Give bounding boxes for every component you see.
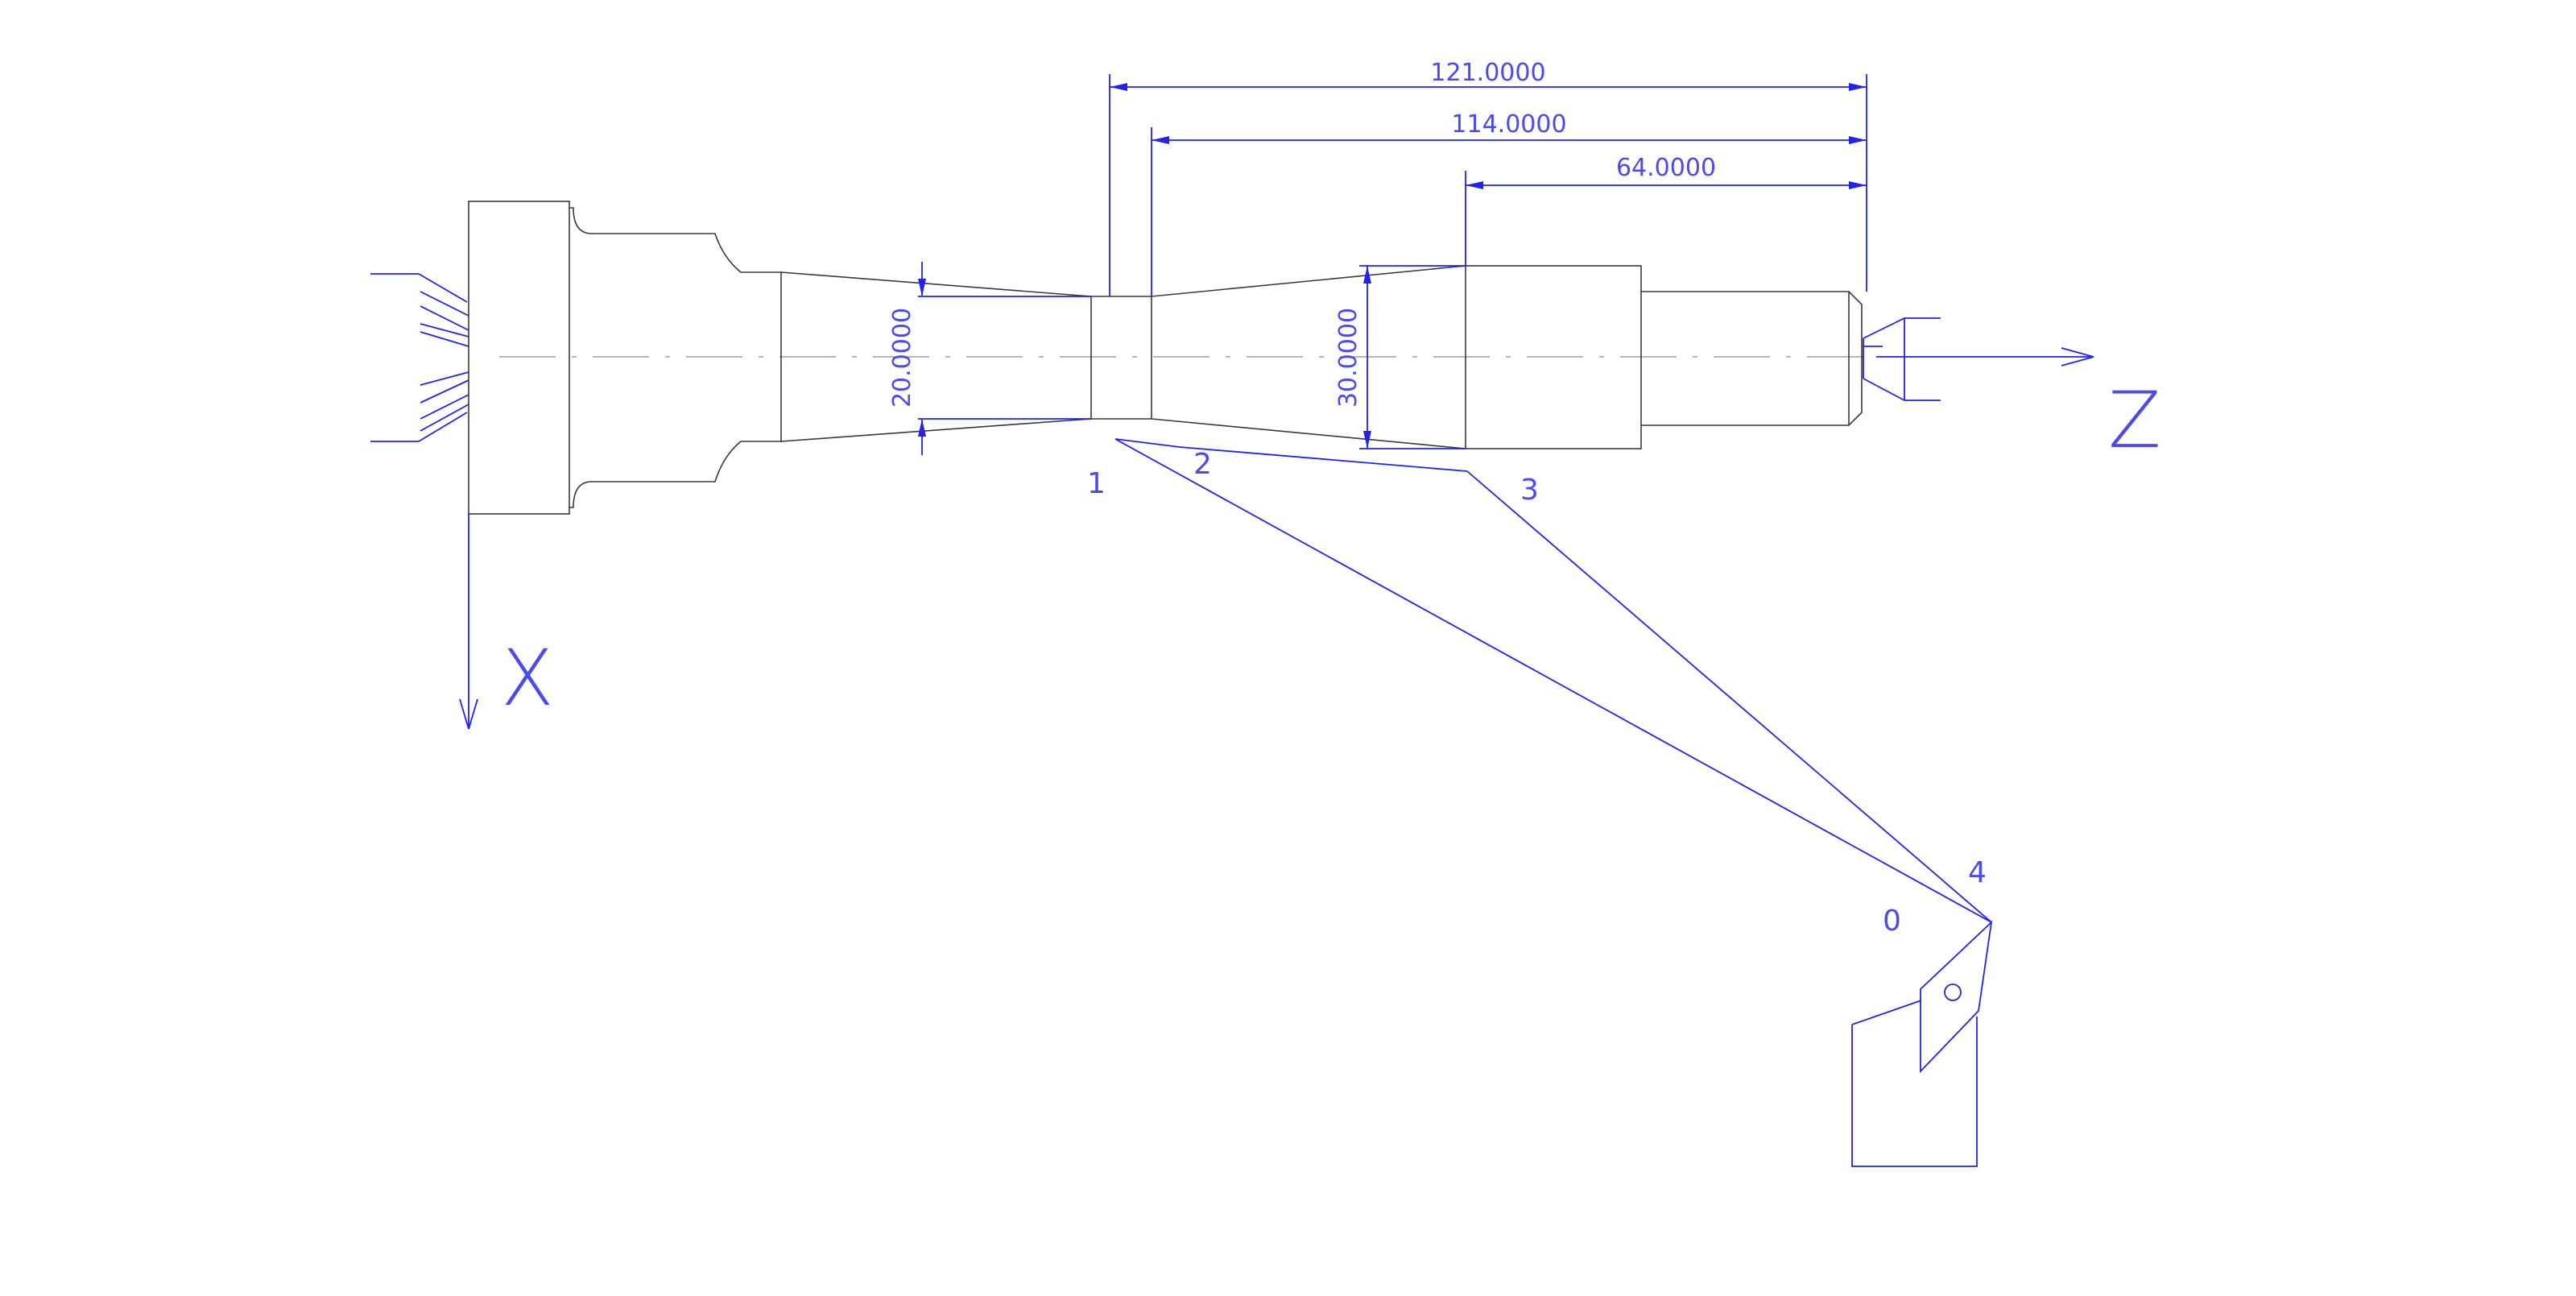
dimension-30-text: 30.0000 bbox=[1334, 308, 1362, 408]
chuck-jaws bbox=[370, 273, 469, 442]
dimension-20 bbox=[918, 262, 1091, 455]
shoulder-neck bbox=[569, 207, 782, 508]
flange bbox=[468, 201, 570, 515]
point-0-label: 0 bbox=[1883, 905, 1901, 938]
dimension-64-text: 64.0000 bbox=[1616, 154, 1716, 182]
cutting-tool bbox=[1851, 920, 1993, 1167]
point-2-label: 2 bbox=[1193, 448, 1212, 481]
workpiece bbox=[468, 201, 1863, 515]
dimension-114-text: 114.0000 bbox=[1451, 110, 1566, 139]
dimension-64 bbox=[1465, 171, 1867, 266]
dimension-114 bbox=[1151, 127, 1867, 296]
dimension-20-text: 20.0000 bbox=[888, 308, 916, 408]
tool-path bbox=[1114, 438, 1992, 923]
end-journal bbox=[1641, 291, 1863, 426]
insert-screw bbox=[1944, 983, 1962, 1001]
point-4-label: 4 bbox=[1968, 856, 1987, 889]
point-3-label: 3 bbox=[1520, 474, 1539, 507]
x-axis-arrow bbox=[459, 514, 478, 730]
large-cylinder bbox=[1465, 265, 1642, 449]
x-axis-label: X bbox=[501, 633, 554, 723]
dimension-121-text: 121.0000 bbox=[1430, 59, 1545, 87]
dimension-30 bbox=[1359, 265, 1466, 449]
tool-insert bbox=[1920, 920, 1993, 1074]
dimension-121 bbox=[1109, 74, 1867, 296]
tool-holder bbox=[1851, 1000, 1978, 1167]
point-1-label: 1 bbox=[1087, 467, 1106, 500]
z-axis-arrow bbox=[1876, 347, 2094, 366]
tailstock-center bbox=[1863, 317, 1941, 401]
z-axis-label: Z bbox=[2108, 375, 2161, 466]
